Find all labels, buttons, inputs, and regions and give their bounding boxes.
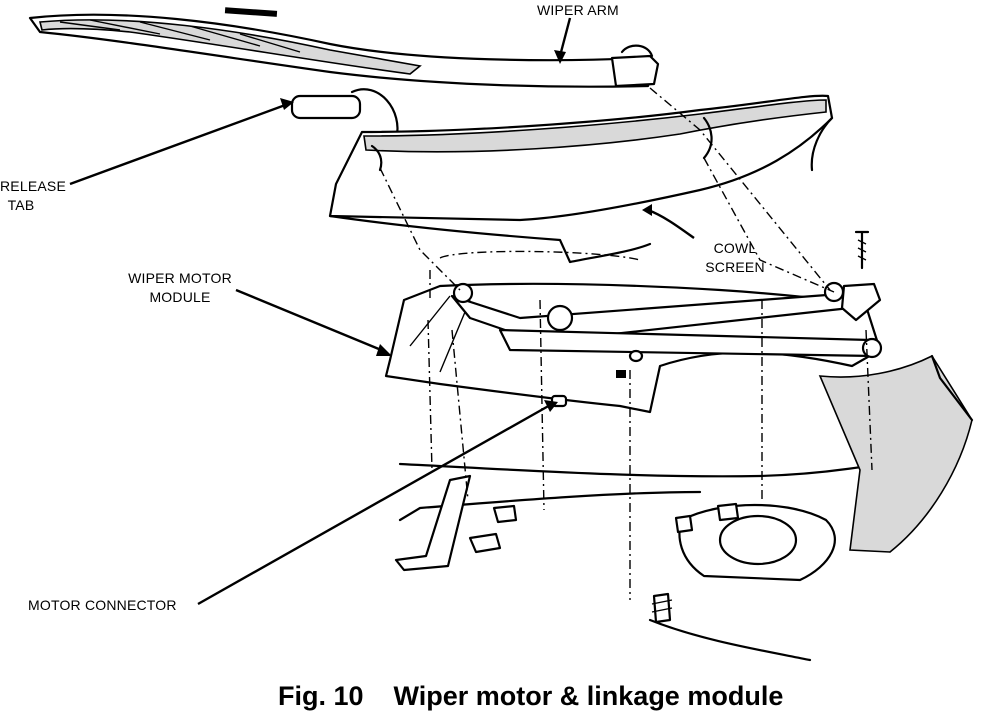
arrow-wiper-arm [558,17,572,57]
label-motor-connector: MOTOR CONNECTOR [28,597,177,613]
cowl-screen-drawing [328,94,834,264]
arrow-wiper-motor-module [235,288,387,354]
wiper-arm-drawing [28,7,660,88]
figure-title: Wiper motor & linkage module [393,681,784,711]
label-wiper-arm: WIPER ARM [537,2,619,18]
label-wiper-motor-module-line2: MODULE [149,289,211,305]
arrow-motor-connector [197,402,553,606]
figure-number: Fig. 10 [278,681,364,711]
arrow-release-tab [69,102,289,186]
bolt-bracket-drawing [840,230,882,322]
leader-arrows [69,17,695,606]
label-release-tab-line1: RELEASE [0,178,66,194]
arrow-cowl-screen [647,208,695,239]
alignment-lines [379,87,873,600]
label-cowl-screen-line2: SCREEN [705,259,765,275]
label-wiper-motor-module-line1: WIPER MOTOR [128,270,232,286]
cowl-panel-drawing [394,354,974,662]
figure-caption: Fig. 10 Wiper motor & linkage module [278,680,783,712]
wiper-motor-module-drawing [384,281,883,414]
label-release-tab-line2: TAB [7,197,35,213]
label-cowl-screen-line1: COWL [713,240,757,256]
